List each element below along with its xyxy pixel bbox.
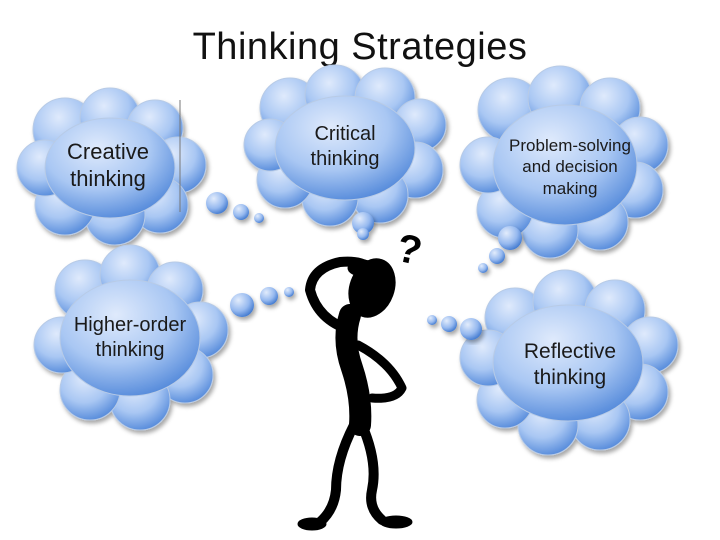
cloud-critical [243,64,447,227]
thought-bubbles-higher [230,287,294,317]
cloud-higher [33,244,229,431]
cloud-label-creative: Creative thinking [67,138,149,192]
thinking-figure-icon [297,256,413,531]
cloud-reflective [459,269,679,456]
cloud-label-higher: Higher-order thinking [73,314,187,361]
cloud-label-problem: Problem-solving and decision making [509,136,631,198]
thought-bubbles-creative [206,192,264,223]
cloud-label-critical: Critical thinking [310,123,380,170]
question-mark-icon: ? [393,226,426,274]
thought-bubbles-problem [478,226,522,273]
thought-bubbles-reflective [427,315,482,340]
cloud-problem [459,65,669,259]
page-title: Thinking Strategies [192,26,528,68]
cloud-creative [16,87,207,246]
cloud-label-reflective: Reflective thinking [523,339,617,389]
thought-bubbles-critical [352,212,374,240]
